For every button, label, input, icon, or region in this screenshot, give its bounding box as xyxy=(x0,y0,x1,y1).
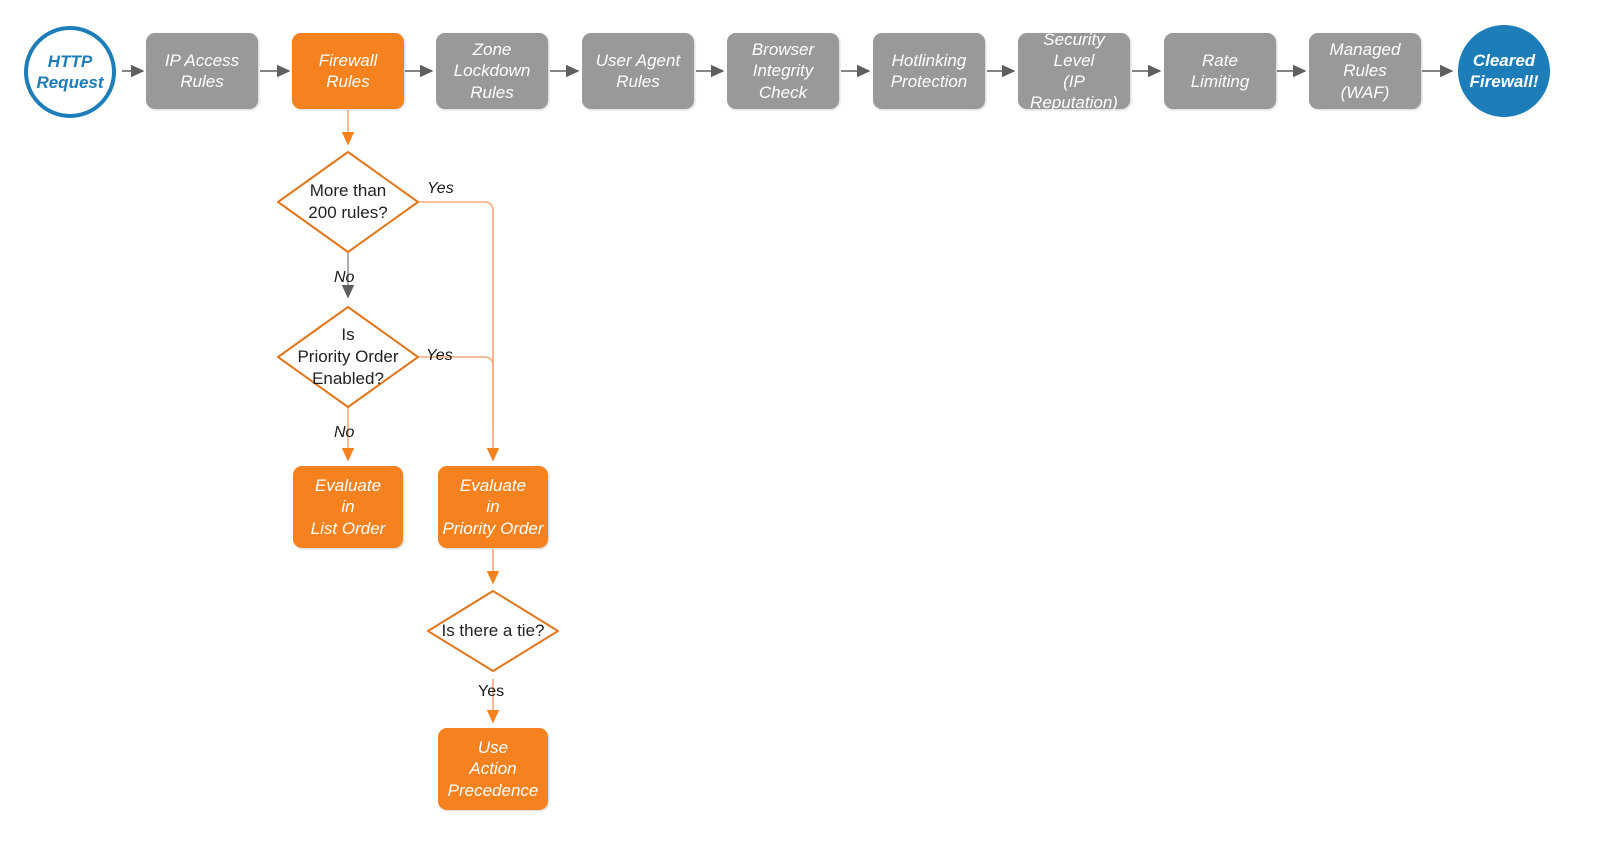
edge-more-than-200-yes xyxy=(419,201,500,462)
edge-label-priority-order-no: No xyxy=(334,424,355,441)
label-is-priority-order-enabled: Is Priority Order Enabled? xyxy=(297,324,399,389)
node-managed-rules-waf[interactable]: Managed Rules (WAF) xyxy=(1309,33,1421,109)
edge-label-priority-order-yes: Yes xyxy=(426,347,453,364)
node-security-level[interactable]: Security Level (IP Reputation) xyxy=(1018,30,1130,112)
edge-priority-order-yes xyxy=(419,356,494,430)
node-use-action-precedence[interactable]: Use Action Precedence xyxy=(438,728,548,810)
node-evaluate-in-list-order[interactable]: Evaluate in List Order xyxy=(293,466,403,548)
node-evaluate-in-priority-order[interactable]: Evaluate in Priority Order xyxy=(438,466,548,548)
node-firewall-rules[interactable]: Firewall Rules xyxy=(292,33,404,109)
edge-label-more-than-200-yes: Yes xyxy=(427,180,454,197)
edge-label-more-than-200-no: No xyxy=(334,269,355,286)
diamond-more-than-200-rules xyxy=(277,151,419,253)
diamond-is-priority-order-enabled xyxy=(277,306,419,408)
label-more-than-200-rules: More than 200 rules? xyxy=(308,180,388,222)
node-user-agent-rules[interactable]: User Agent Rules xyxy=(582,33,694,109)
node-zone-lockdown-rules[interactable]: Zone Lockdown Rules xyxy=(436,33,548,109)
edge-label-tie-yes: Yes xyxy=(478,683,505,700)
node-cleared-firewall[interactable]: Cleared Firewall! xyxy=(1458,25,1550,117)
diamond-is-there-a-tie xyxy=(427,590,559,672)
node-rate-limiting[interactable]: Rate Limiting xyxy=(1164,33,1276,109)
node-hotlinking-protection[interactable]: Hotlinking Protection xyxy=(873,33,985,109)
node-ip-access-rules[interactable]: IP Access Rules xyxy=(146,33,258,109)
label-is-there-a-tie: Is there a tie? xyxy=(441,620,545,640)
node-browser-integrity-check[interactable]: Browser Integrity Check xyxy=(727,33,839,109)
node-http-request[interactable]: HTTP Request xyxy=(24,26,116,118)
decision-shapes xyxy=(277,151,559,672)
